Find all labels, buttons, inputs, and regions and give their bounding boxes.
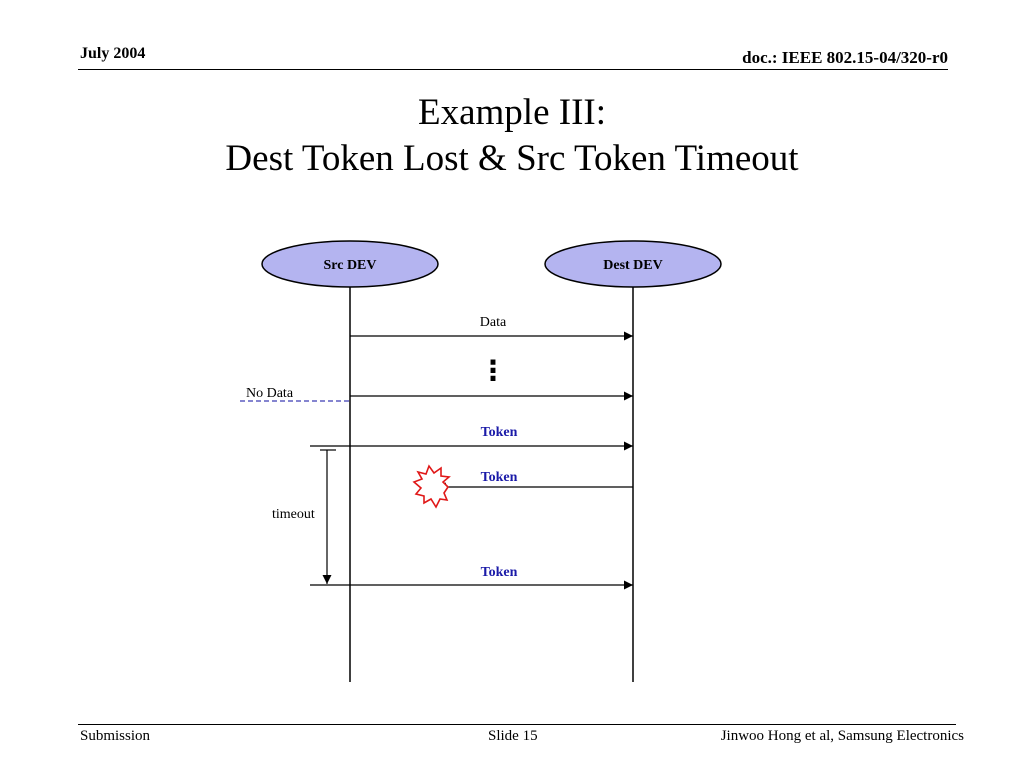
ellipsis: ⋮ (479, 354, 507, 387)
data-label: Data (480, 315, 507, 330)
dest-dev-ellipse (544, 240, 722, 288)
src-dev-ellipse (261, 240, 439, 288)
token-2-label: Token (481, 470, 518, 485)
title-line-1: Example III: (418, 92, 606, 133)
header-doc-id: doc.: IEEE 802.15-04/320-r0 (742, 48, 948, 67)
timeout-label: timeout (272, 507, 315, 522)
dest-dev-label: Dest DEV (603, 258, 663, 273)
src-dev-node: Src DEV (261, 240, 439, 288)
lost-burst-icon (412, 464, 451, 509)
footer-slide-number: Slide 15 (488, 728, 538, 744)
token-1-label: Token (481, 425, 518, 440)
footer-rule (78, 724, 956, 725)
footer-authors: Jinwoo Hong et al, Samsung Electronics (720, 728, 964, 744)
src-dev-label: Src DEV (323, 258, 376, 273)
title-line-2: Dest Token Lost & Src Token Timeout (225, 138, 799, 179)
no-data-label: No Data (246, 386, 294, 401)
header-date: July 2004 (80, 45, 146, 62)
token-3-label: Token (481, 565, 518, 580)
footer-submission: Submission (80, 728, 151, 744)
dest-dev-node: Dest DEV (544, 240, 722, 288)
slide-title: Example III: Dest Token Lost & Src Token… (0, 90, 1024, 182)
timeout-label-bg (270, 504, 326, 522)
header-rule (78, 69, 948, 70)
